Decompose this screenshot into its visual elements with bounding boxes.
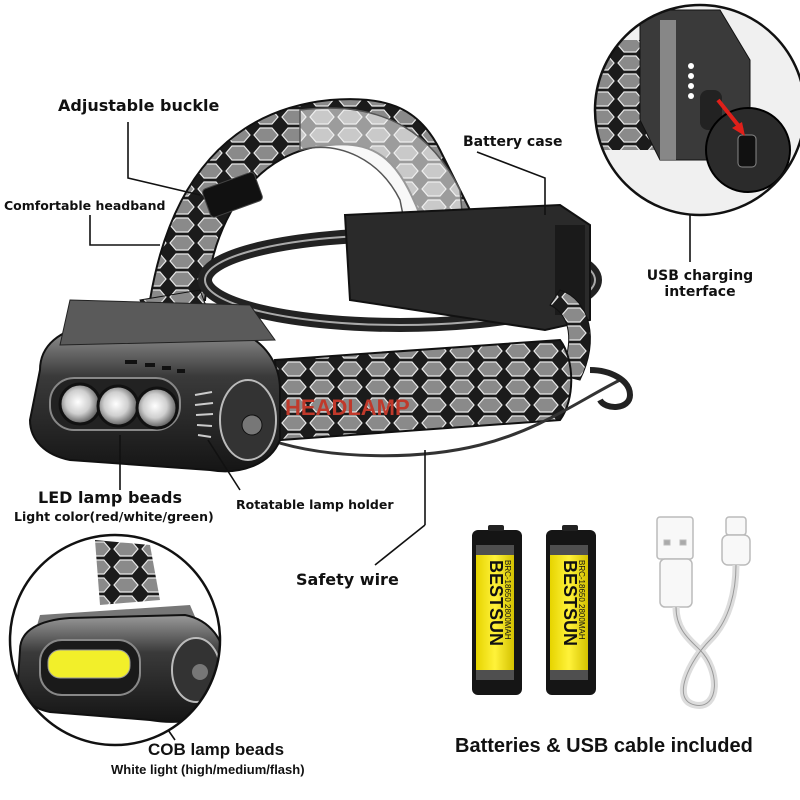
buckle: [202, 171, 263, 218]
battery-1: BESTSUN BRC-18650 2800MAH: [472, 525, 522, 695]
label-adjustable-buckle: Adjustable buckle: [58, 96, 220, 115]
label-led-light-color: Light color(red/white/green): [14, 509, 214, 524]
label-cob-white-light: White light (high/medium/flash): [111, 762, 305, 777]
svg-text:BESTSUN: BESTSUN: [560, 560, 580, 646]
safety-wire: [269, 378, 621, 458]
led-lens-right: [135, 386, 179, 430]
label-led-lamp-beads: LED lamp beads: [38, 488, 183, 507]
label-comfortable-headband: Comfortable headband: [4, 198, 166, 213]
label-usb-charging: USB charging interface: [640, 268, 760, 300]
svg-text:BESTSUN: BESTSUN: [486, 560, 506, 646]
svg-text:BRC-18650 2800MAH: BRC-18650 2800MAH: [577, 560, 586, 640]
label-usb-charging-line2: interface: [664, 284, 736, 300]
battery-case: [343, 203, 591, 332]
label-battery-case: Battery case: [463, 134, 563, 150]
led-lens-center: [96, 384, 140, 428]
battery-2: BESTSUN BRC-18650 2800MAH: [546, 525, 596, 695]
led-lens-left: [58, 382, 102, 426]
usb-inset: [595, 5, 800, 215]
front-strap: [273, 338, 573, 442]
label-safety-wire: Safety wire: [296, 570, 399, 589]
label-included: Batteries & USB cable included: [455, 735, 753, 757]
label-usb-charging-line1: USB charging: [646, 268, 754, 284]
label-rotatable-lamp-holder: Rotatable lamp holder: [236, 497, 394, 512]
usb-cable: [656, 516, 751, 709]
label-cob-lamp-beads: COB lamp beads: [148, 740, 285, 759]
strap-print: HEADLAMP: [285, 395, 410, 420]
cob-strip: [47, 649, 131, 679]
cob-inset: [10, 535, 220, 745]
svg-text:BRC-18650 2800MAH: BRC-18650 2800MAH: [503, 560, 512, 640]
